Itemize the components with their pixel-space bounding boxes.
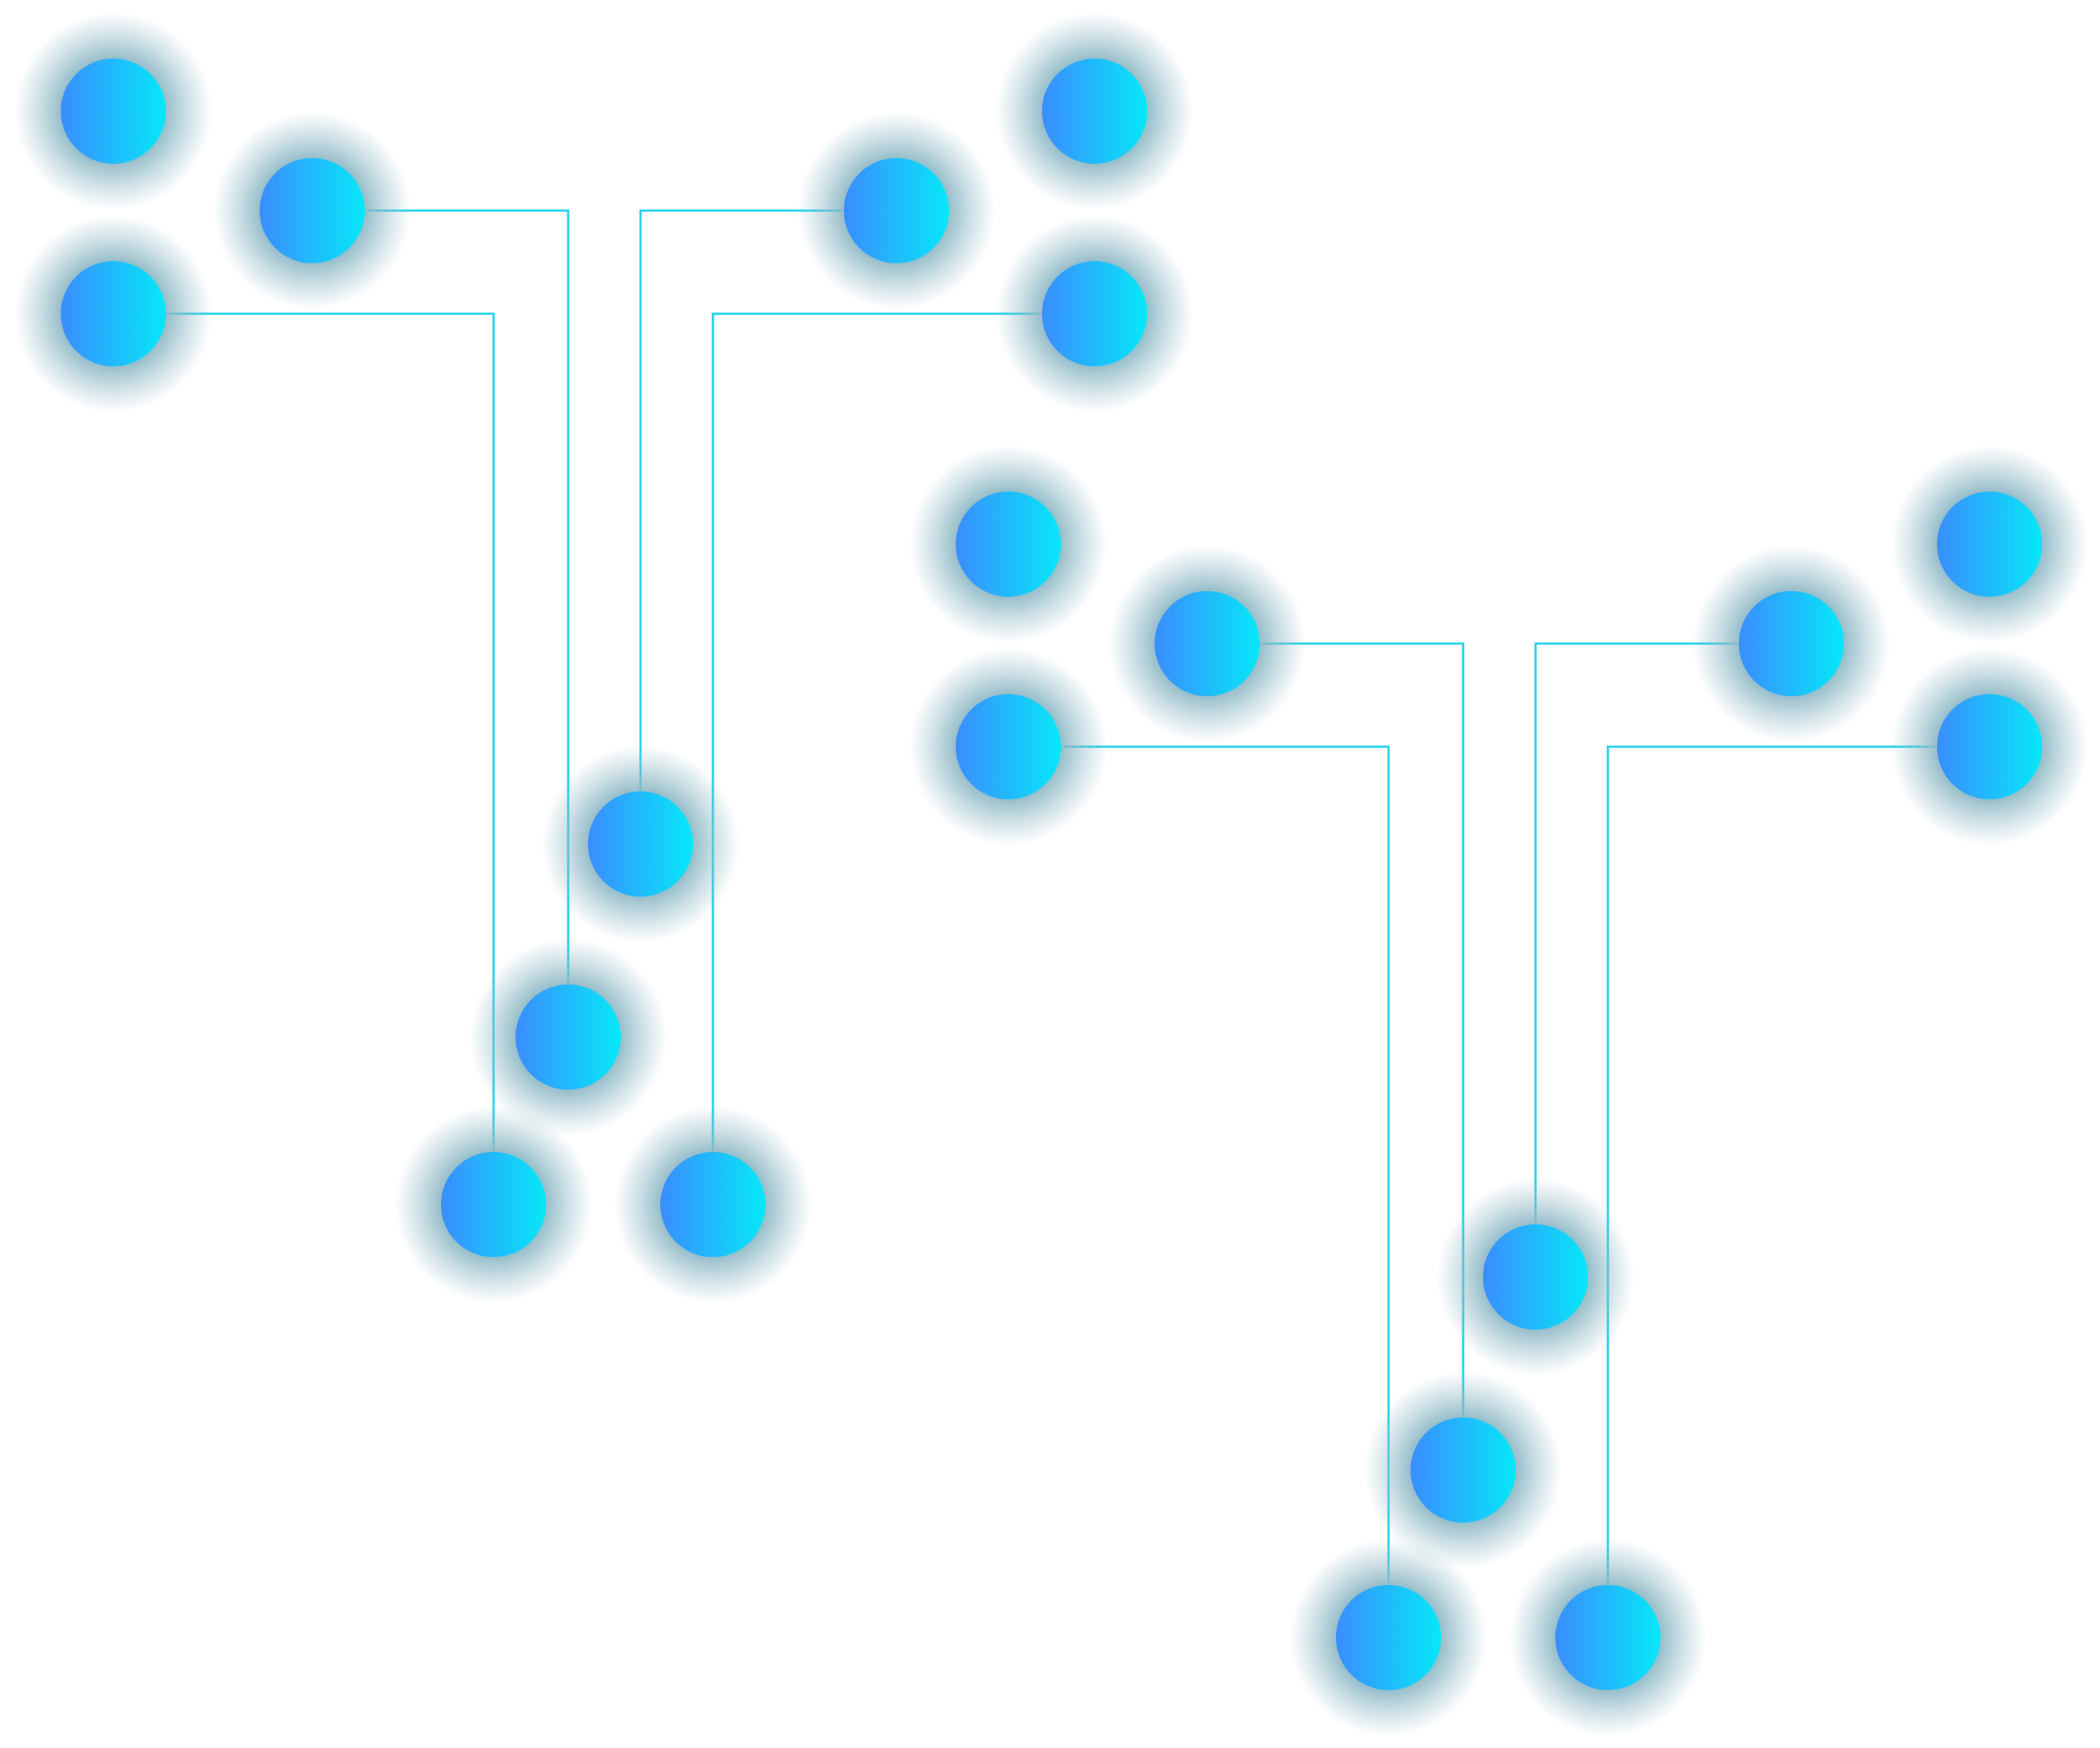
node-core: [1937, 694, 2042, 799]
node-core: [61, 261, 166, 366]
trace-inner-right-to-stem-upper: [639, 209, 896, 844]
node-mid-right: [996, 215, 1193, 412]
node-inner-right: [798, 112, 995, 309]
node-core: [1042, 261, 1147, 366]
nodes: [910, 445, 2088, 1736]
node-mid-left: [15, 215, 212, 412]
node-top-right: [996, 12, 1193, 210]
node-core: [1555, 1585, 1661, 1690]
node-core: [956, 694, 1061, 799]
node-mid-left: [910, 648, 1107, 845]
node-core: [844, 158, 949, 263]
node-stem-bottom-left: [395, 1106, 592, 1303]
node-mid-right: [1891, 648, 2088, 845]
trace-mid-left-to-stem-bottom-left: [1008, 745, 1390, 1638]
node-stem-upper: [542, 745, 739, 943]
trace-mid-left-to-stem-bottom-left: [113, 312, 495, 1205]
node-core: [660, 1152, 766, 1257]
node-core: [1042, 59, 1147, 164]
node-core: [1483, 1224, 1588, 1330]
node-core: [588, 791, 693, 897]
node-stem-middle: [1364, 1371, 1562, 1569]
trace-mid-right-to-stem-bottom-right: [1606, 745, 1990, 1638]
trace-inner-left-to-stem-middle: [1207, 642, 1465, 1470]
node-top-left: [910, 445, 1107, 643]
node-stem-upper: [1437, 1178, 1634, 1376]
upper-left-t-cluster: [15, 12, 1193, 1303]
trace-inner-right-to-stem-upper: [1534, 642, 1791, 1277]
node-core: [1336, 1585, 1441, 1690]
node-top-right: [1891, 445, 2088, 643]
node-top-left: [15, 12, 212, 210]
node-stem-middle: [469, 938, 667, 1136]
node-core: [61, 59, 166, 164]
node-stem-bottom-right: [1509, 1539, 1707, 1736]
node-stem-bottom-left: [1290, 1539, 1487, 1736]
node-core: [1937, 491, 2042, 597]
lower-right-t-cluster: [910, 445, 2088, 1736]
node-core: [260, 158, 365, 263]
node-inner-left: [214, 112, 411, 309]
node-core: [515, 984, 621, 1090]
trace-inner-left-to-stem-middle: [312, 209, 570, 1037]
node-core: [956, 491, 1061, 597]
node-inner-right: [1693, 545, 1890, 742]
node-core: [441, 1152, 546, 1257]
node-inner-left: [1108, 545, 1306, 742]
node-core: [1739, 591, 1844, 696]
node-stem-bottom-right: [614, 1106, 812, 1303]
nodes: [15, 12, 1193, 1303]
node-core: [1410, 1417, 1516, 1523]
node-core: [1155, 591, 1260, 696]
